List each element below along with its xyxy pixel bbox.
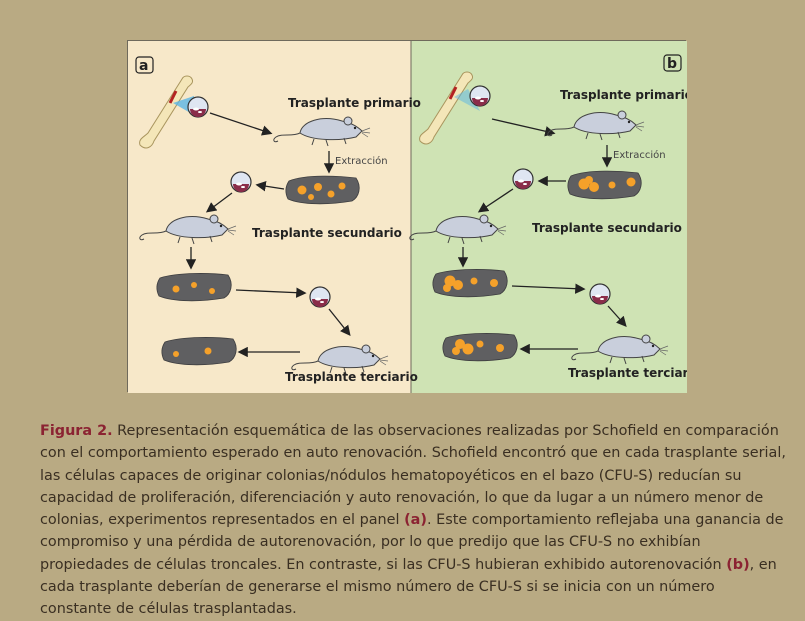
panel-b-letter: b <box>667 56 677 72</box>
spleen-1-b <box>567 170 642 200</box>
panel-b-secondary-label: Trasplante secundario <box>532 221 682 235</box>
spleen-1 <box>285 175 360 205</box>
spleen-2-b <box>432 269 508 298</box>
panel-a-extraction-label: Extracción <box>335 155 388 167</box>
caption-text-1: Representación esquemática de las observ… <box>40 423 786 529</box>
panel-b-extraction-label: Extracción <box>613 149 666 161</box>
panel-a-primary-label: Trasplante primario <box>288 96 421 110</box>
cell-dish-icon <box>589 283 611 305</box>
figure-svg: a Trasplante primario Extracción <box>128 41 687 393</box>
caption-ref-b: (b) <box>726 556 750 573</box>
spleen-3 <box>161 337 237 366</box>
panel-a-secondary-label: Trasplante secundario <box>252 226 402 240</box>
cell-dish-icon <box>187 96 209 118</box>
panel-a-tertiary-label: Trasplante terciario <box>285 370 418 384</box>
schematic-figure: a Trasplante primario Extracción <box>127 40 687 393</box>
cell-dish-icon <box>309 286 331 308</box>
cell-dish-icon <box>512 168 534 190</box>
panel-a: a Trasplante primario Extracción <box>135 56 421 384</box>
panel-b: b Trasplante primario Extracción <box>409 54 687 380</box>
spleen-3-b <box>442 333 518 362</box>
panel-b-primary-label: Trasplante primario <box>560 88 687 102</box>
panel-b-tertiary-label: Trasplante terciario <box>568 366 687 380</box>
caption-ref-a: (a) <box>404 512 427 529</box>
figure-caption: Figura 2. Representación esquemática de … <box>40 420 790 621</box>
cell-dish-icon <box>469 85 491 107</box>
panel-a-letter: a <box>139 58 148 74</box>
caption-text-2: . Este comportamiento reflejaba una gana… <box>40 512 784 573</box>
figure-label: Figura 2. <box>40 423 113 439</box>
spleen-2 <box>156 273 232 302</box>
cell-dish-icon <box>230 171 252 193</box>
caption-text-3: , en cada trasplante deberían de generar… <box>40 556 777 618</box>
